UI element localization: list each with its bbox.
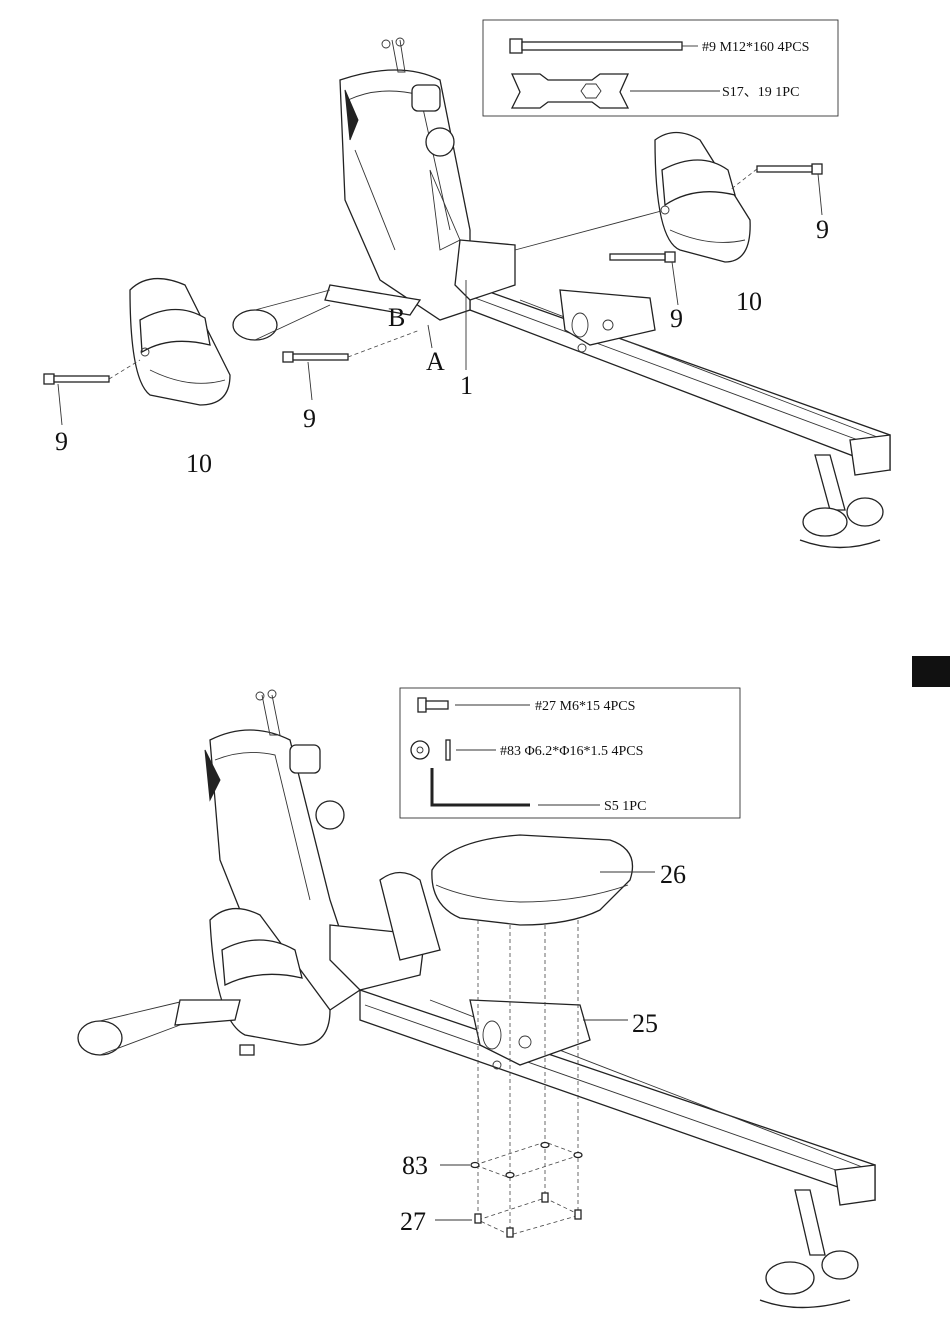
step1-callout-frame: 1 — [460, 371, 473, 400]
step2-hexkey-label: S5 1PC — [604, 799, 646, 814]
step1-bolt-label: #9 M12*160 4PCS — [702, 40, 809, 55]
step1-callout-bolt-right-low: 9 — [670, 304, 683, 333]
step2-fasteners — [435, 1142, 582, 1237]
step1-parts-box: #9 M12*160 4PCS S17、19 1PC — [483, 20, 838, 116]
step2-parts-box: #27 M6*15 4PCS #83 Φ6.2*Φ16*1.5 4PCS S5 … — [400, 688, 740, 818]
step2-callout-carriage: 25 — [632, 1009, 658, 1038]
step2-callout-bolt: 27 — [400, 1207, 426, 1236]
step1-callout-bolt-mid: 9 — [303, 404, 316, 433]
step2-washer-label: #83 Φ6.2*Φ16*1.5 4PCS — [500, 744, 643, 759]
step1-callout-pedal-right: 10 — [736, 287, 762, 316]
step1-callout-point-a: A — [426, 347, 445, 376]
step1-callout-point-b: B — [388, 303, 405, 332]
step2-callout-seat: 26 — [660, 860, 686, 889]
step2-rail — [360, 990, 875, 1308]
step1-pedal-right — [655, 133, 750, 263]
step1-callout-bolt-right-top: 9 — [816, 215, 829, 244]
step1-callout-pedal-left: 10 — [186, 449, 212, 478]
step2-callout-washer: 83 — [402, 1151, 428, 1180]
step1-pedal-left — [130, 279, 230, 405]
step1-wrench-label: S17、19 1PC — [722, 85, 799, 100]
step1-callout-bolt-left: 9 — [55, 427, 68, 456]
step2-bolt-label: #27 M6*15 4PCS — [535, 699, 635, 714]
